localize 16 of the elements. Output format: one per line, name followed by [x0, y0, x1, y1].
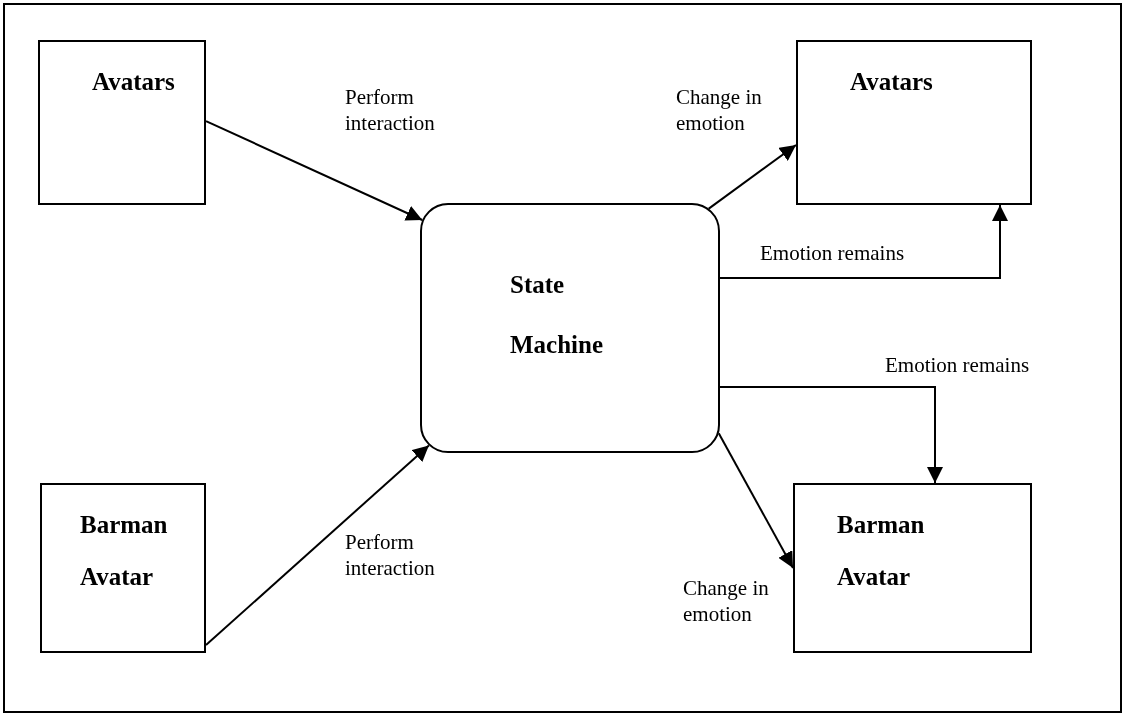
arrow: [719, 386, 943, 484]
state-box: [420, 203, 720, 453]
process-box: [796, 40, 1032, 205]
process-box: [38, 40, 206, 205]
arrow: [205, 120, 424, 221]
node-label: Avatars: [92, 67, 176, 97]
node-label: Avatars: [850, 67, 934, 97]
arrow: [719, 204, 1008, 279]
process-box: [793, 483, 1032, 653]
node-label: Barman Avatar: [837, 510, 926, 592]
arrow: [707, 144, 797, 210]
node-label: Barman Avatar: [80, 510, 169, 592]
arrow: [205, 444, 430, 647]
arrow: [717, 432, 794, 569]
node-label: State Machine: [510, 270, 605, 360]
process-box: [40, 483, 206, 653]
